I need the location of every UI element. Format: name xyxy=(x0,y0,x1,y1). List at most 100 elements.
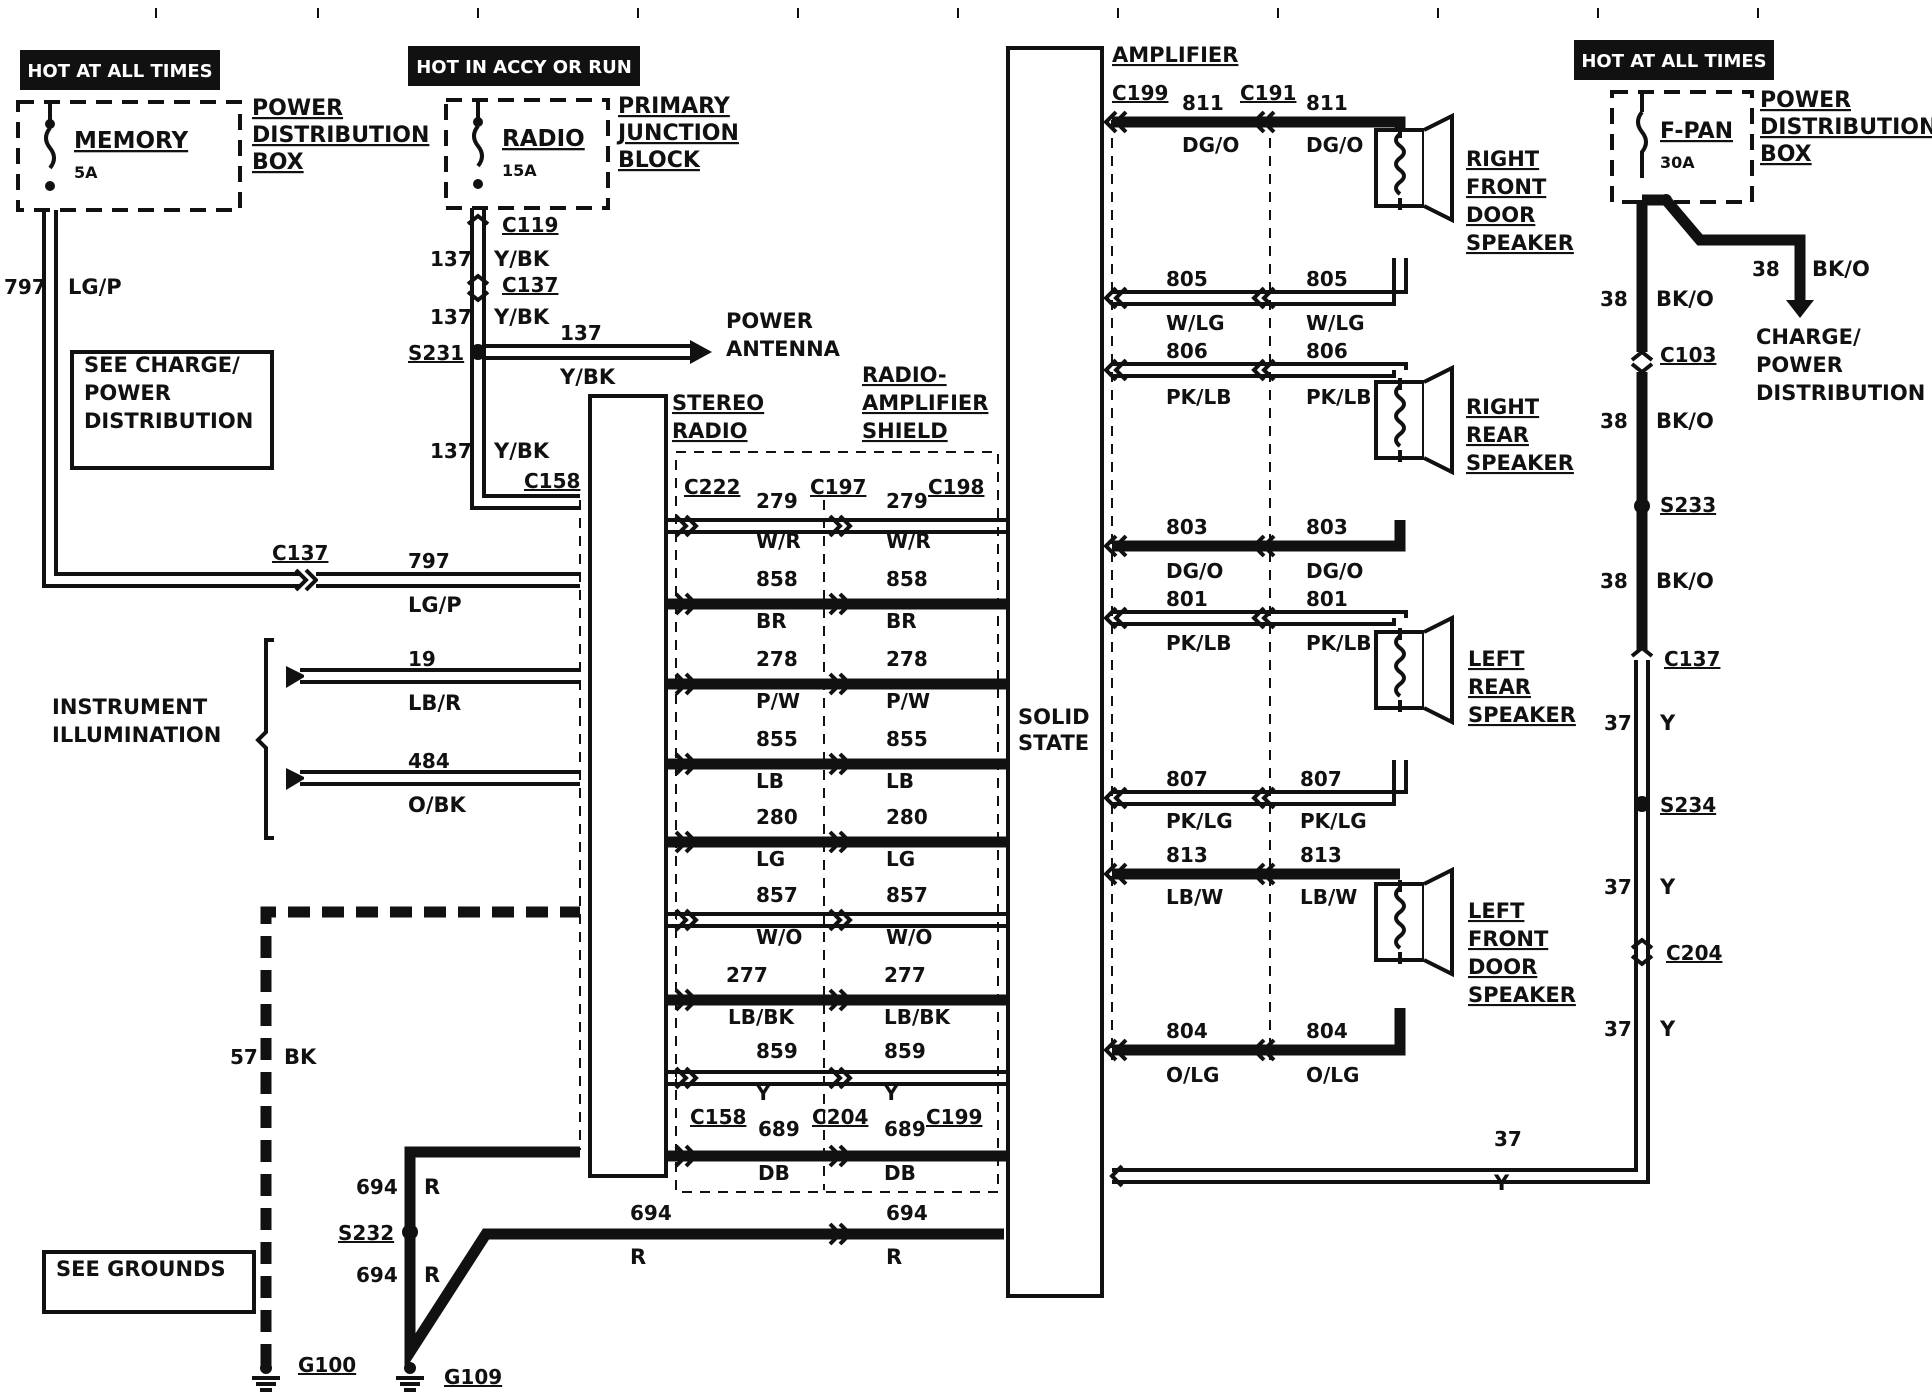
sw7-circuit-l: 804 xyxy=(1166,1019,1208,1043)
wire-797b-circuit: 797 xyxy=(408,549,450,573)
rw3-color-l: LB xyxy=(756,769,784,793)
fpan-fuse-box: F-PAN 30A xyxy=(1610,90,1754,204)
svg-text:HOT AT ALL TIMES: HOT AT ALL TIMES xyxy=(1581,51,1766,72)
connector-mark xyxy=(828,672,853,696)
sw5-color-r: PK/LG xyxy=(1300,809,1367,833)
radio-fuse-name: RADIO xyxy=(502,126,585,152)
svg-text:DOOR: DOOR xyxy=(1468,955,1537,979)
rw2-color-l: P/W xyxy=(756,689,800,713)
radio-amp-wire-280 xyxy=(666,830,1008,854)
speaker-coil xyxy=(1394,634,1406,698)
rw1-color-l: BR xyxy=(756,609,787,633)
connector-mark xyxy=(1103,534,1128,558)
rw6-circuit-r: 277 xyxy=(884,963,926,987)
wire-797-memory xyxy=(42,210,580,592)
connector-mark xyxy=(674,988,699,1012)
svg-text:FRONT: FRONT xyxy=(1468,927,1549,951)
connector-mark xyxy=(1103,606,1128,630)
sw3-color-r: DG/O xyxy=(1306,559,1363,583)
radio-amp-wire-277 xyxy=(666,988,1008,1012)
wire-137d-color: Y/BK xyxy=(493,439,550,463)
rw8-color-l: DB xyxy=(758,1161,790,1185)
stereo-radio-block xyxy=(588,394,668,1178)
connector-c204-right: C204 xyxy=(1666,941,1722,965)
wire-38d-circuit: 38 xyxy=(1600,569,1628,593)
svg-text:DISTRIBUTION: DISTRIBUTION xyxy=(252,123,429,148)
rw7-circuit-r: 859 xyxy=(884,1039,926,1063)
solid-state-label: SOLID STATE xyxy=(1018,705,1090,755)
wire-694c-color: R xyxy=(630,1245,646,1269)
wire-694b-color: R xyxy=(424,1263,440,1287)
connector-mark xyxy=(828,1144,853,1168)
wire-137a-color: Y/BK xyxy=(493,247,550,271)
sw0-color-l: DG/O xyxy=(1182,133,1239,157)
wire-38c-color: BK/O xyxy=(1656,409,1714,433)
svg-text:PRIMARY: PRIMARY xyxy=(618,94,731,119)
wire-edge xyxy=(1112,258,1396,306)
rw0-color-l: W/R xyxy=(756,529,801,553)
amplifier-block xyxy=(1006,46,1104,1298)
rw4-circuit-l: 280 xyxy=(756,805,798,829)
svg-text:INSTRUMENT: INSTRUMENT xyxy=(52,695,208,719)
connector-c137-left: C137 xyxy=(272,541,328,565)
connector-mark xyxy=(674,908,699,932)
speaker-cone xyxy=(1423,614,1454,726)
splice-s231: S231 xyxy=(408,341,464,365)
svg-text:SEE GROUNDS: SEE GROUNDS xyxy=(56,1257,226,1281)
wire-38a-color: BK/O xyxy=(1656,287,1714,311)
see-grounds-box: SEE GROUNDS xyxy=(42,1250,256,1314)
memory-fuse-name: MEMORY xyxy=(74,128,188,154)
radio-amp-wire-278 xyxy=(666,672,1008,696)
sw6-color-l: LB/W xyxy=(1166,885,1223,909)
wire-694b-circuit: 694 xyxy=(356,1263,398,1287)
wire-37c-color: Y xyxy=(1659,1017,1676,1041)
radio-amp-wire-279 xyxy=(666,514,1008,538)
radio-amp-wire-858 xyxy=(666,592,1008,616)
connector-c158-bottom: C158 xyxy=(690,1105,746,1129)
wire-19-circuit: 19 xyxy=(408,647,436,671)
wire-694 xyxy=(404,1146,1004,1371)
wire-38b-circuit: 38 xyxy=(1752,257,1780,281)
rw6-color-r: LB/BK xyxy=(884,1005,952,1029)
ground-g100-symbol xyxy=(252,1362,280,1392)
svg-text:FRONT: FRONT xyxy=(1466,175,1547,199)
rw1-color-r: BR xyxy=(886,609,917,633)
speaker-wire-807 xyxy=(1103,760,1408,810)
wire-38c-circuit: 38 xyxy=(1600,409,1628,433)
speaker-wire-803 xyxy=(1103,520,1406,558)
connector-c137-right: C137 xyxy=(1664,647,1720,671)
rw0-color-r: W/R xyxy=(886,529,931,553)
pdb-left-label: POWER DISTRIBUTION BOX xyxy=(252,96,429,175)
wire-37c-circuit: 37 xyxy=(1604,1017,1632,1041)
wire-694a-color: R xyxy=(424,1175,440,1199)
svg-text:STATE: STATE xyxy=(1018,731,1089,755)
radio-amplifier-shield-box xyxy=(675,451,999,1193)
radio-amp-wire-855 xyxy=(666,752,1008,776)
svg-text:JUNCTION: JUNCTION xyxy=(616,121,739,146)
wire-37a-circuit: 37 xyxy=(1604,711,1632,735)
rw7-color-r: Y xyxy=(883,1081,899,1105)
radio-amp-wire-labels: 279 W/R 279 W/R 858 BR 858 BR 278 P/W 27… xyxy=(726,489,952,1185)
connector-mark xyxy=(828,988,853,1012)
speaker-cone xyxy=(1423,866,1454,978)
wire-37a-color: Y xyxy=(1659,711,1676,735)
sw1-circuit-l: 805 xyxy=(1166,267,1208,291)
svg-text:ILLUMINATION: ILLUMINATION xyxy=(52,723,221,747)
left-rear-speaker xyxy=(1374,614,1454,726)
power-antenna-label: POWER ANTENNA xyxy=(726,309,841,361)
charge-power-dist-label: CHARGE/ POWER DISTRIBUTION xyxy=(1756,325,1925,405)
wire-edge xyxy=(1112,362,1408,370)
svg-text:LEFT: LEFT xyxy=(1468,899,1525,923)
svg-text:ANTENNA: ANTENNA xyxy=(726,337,841,361)
rw3-circuit-l: 855 xyxy=(756,727,798,751)
right-rear-speaker xyxy=(1374,364,1454,476)
wire-38d-color: BK/O xyxy=(1656,569,1714,593)
svg-text:HOT AT ALL TIMES: HOT AT ALL TIMES xyxy=(27,61,212,82)
radio-amp-wire-859 xyxy=(666,1066,1008,1090)
wire-137b-color: Y/BK xyxy=(493,305,550,329)
pdb-right-label: POWER DISTRIBUTION BOX xyxy=(1760,88,1932,167)
connector-c204-middle: C204 xyxy=(812,1105,868,1129)
svg-text:POWER: POWER xyxy=(84,381,171,405)
speaker-coil xyxy=(1394,886,1406,950)
connector-mark xyxy=(674,592,699,616)
